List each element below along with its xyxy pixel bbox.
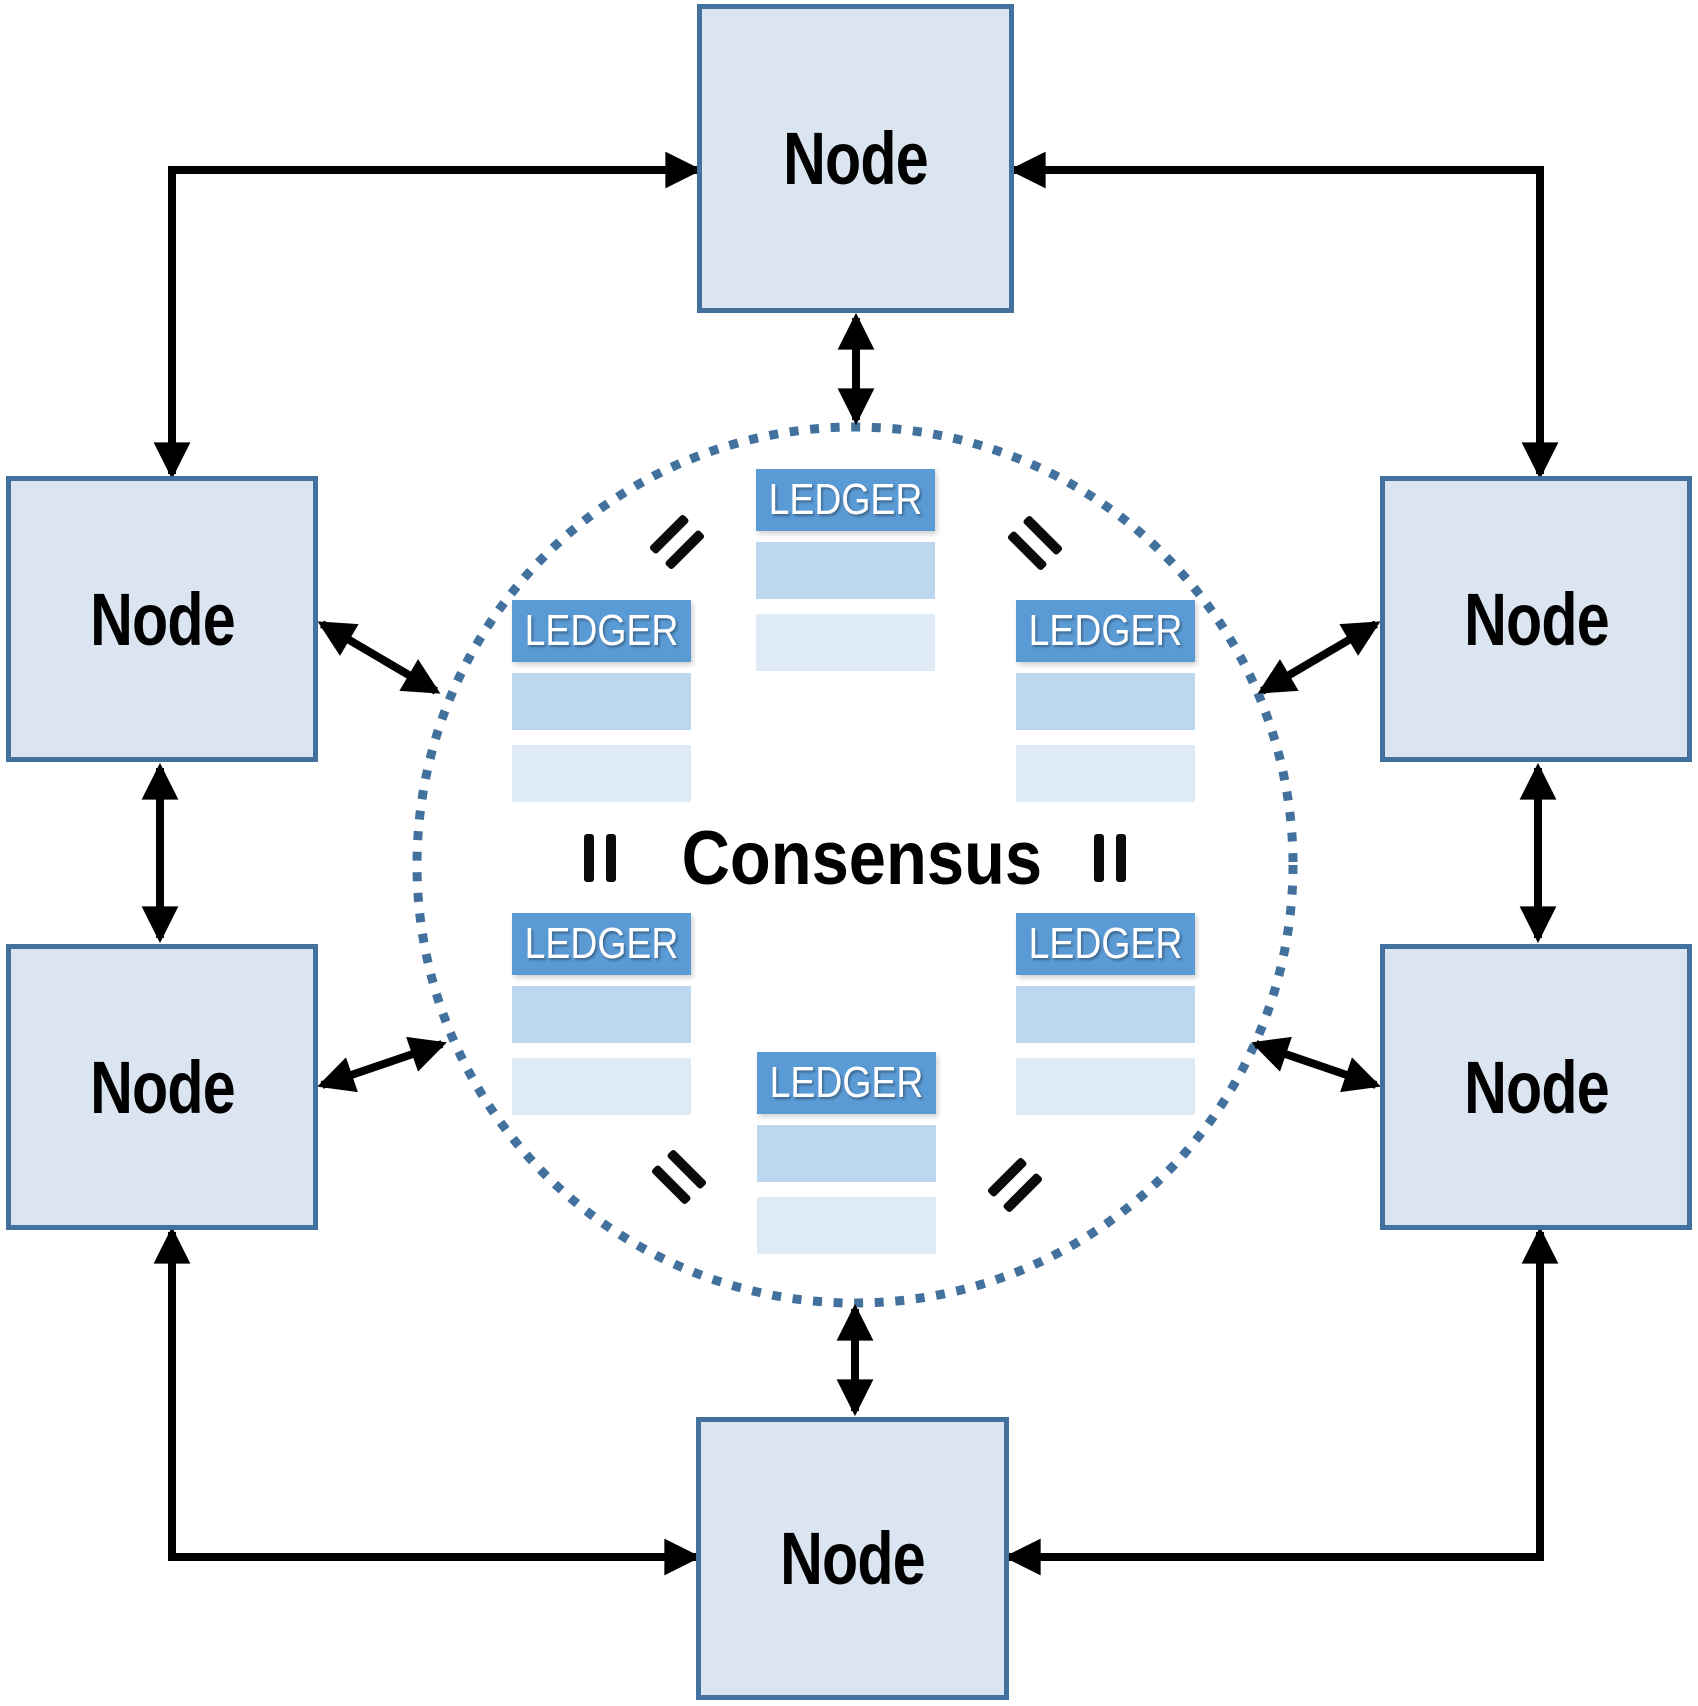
ledger-header-label: LEDGER (769, 1058, 924, 1107)
node-box-lower-left: Node (6, 944, 318, 1230)
node-box-bottom: Node (696, 1417, 1009, 1700)
ledger-header: LEDGER (757, 1052, 936, 1114)
ledger-row (757, 1125, 936, 1182)
ledger-header-label: LEDGER (768, 475, 923, 524)
node-label: Node (780, 1517, 926, 1600)
ledger-header-label: LEDGER (1028, 919, 1183, 968)
node-label: Node (1463, 577, 1610, 661)
node-label: Node (89, 577, 236, 661)
double-arrow-lower-left-circle (317, 1036, 447, 1093)
ledger-header: LEDGER (512, 600, 691, 662)
ledger-header-label: LEDGER (524, 606, 679, 655)
ledger-table-lower-left: LEDGER (512, 913, 691, 1115)
ledger-header: LEDGER (1016, 600, 1195, 662)
node-label: Node (783, 117, 929, 200)
consensus-label-container: Consensus (612, 816, 1112, 901)
node-label: Node (89, 1045, 236, 1129)
ledger-table-upper-right: LEDGER (1016, 600, 1195, 802)
node-box-upper-right: Node (1380, 476, 1692, 762)
ledger-table-top: LEDGER (756, 469, 935, 671)
elbow-arrow-top-right (1008, 151, 1559, 480)
ledger-row (1016, 986, 1195, 1043)
equals-bar (584, 834, 594, 882)
ledger-header-label: LEDGER (1028, 606, 1183, 655)
elbow-arrow-top-left (153, 151, 703, 480)
ledger-row (1016, 745, 1195, 802)
ledger-row (756, 614, 935, 671)
ledger-table-upper-left: LEDGER (512, 600, 691, 802)
ledger-header: LEDGER (756, 469, 935, 531)
ledger-row (512, 673, 691, 730)
ledger-table-bottom: LEDGER (757, 1052, 936, 1254)
ledger-row (1016, 673, 1195, 730)
double-arrow-upper-left-circle (317, 620, 441, 695)
equals-bar (1116, 834, 1126, 882)
elbow-arrow-bottom-right (1003, 1226, 1559, 1576)
ledger-row (512, 745, 691, 802)
node-box-upper-left: Node (6, 476, 318, 762)
consensus-circle (412, 422, 1298, 1308)
consensus-label: Consensus (681, 815, 1043, 901)
node-label: Node (1463, 1045, 1610, 1129)
ledger-row (756, 542, 935, 599)
ledger-table-lower-right: LEDGER (1016, 913, 1195, 1115)
double-arrow-lower-right-circle (1251, 1036, 1381, 1093)
node-box-lower-right: Node (1380, 944, 1692, 1230)
node-box-top: Node (697, 4, 1014, 313)
ledger-header: LEDGER (1016, 913, 1195, 975)
ledger-row (1016, 1058, 1195, 1115)
ledger-header-label: LEDGER (524, 919, 679, 968)
elbow-arrow-bottom-left (153, 1226, 702, 1576)
ledger-row (512, 986, 691, 1043)
ledger-header: LEDGER (512, 913, 691, 975)
ledger-row (512, 1058, 691, 1115)
ledger-row (757, 1197, 936, 1254)
double-arrow-upper-right-circle (1257, 620, 1381, 695)
